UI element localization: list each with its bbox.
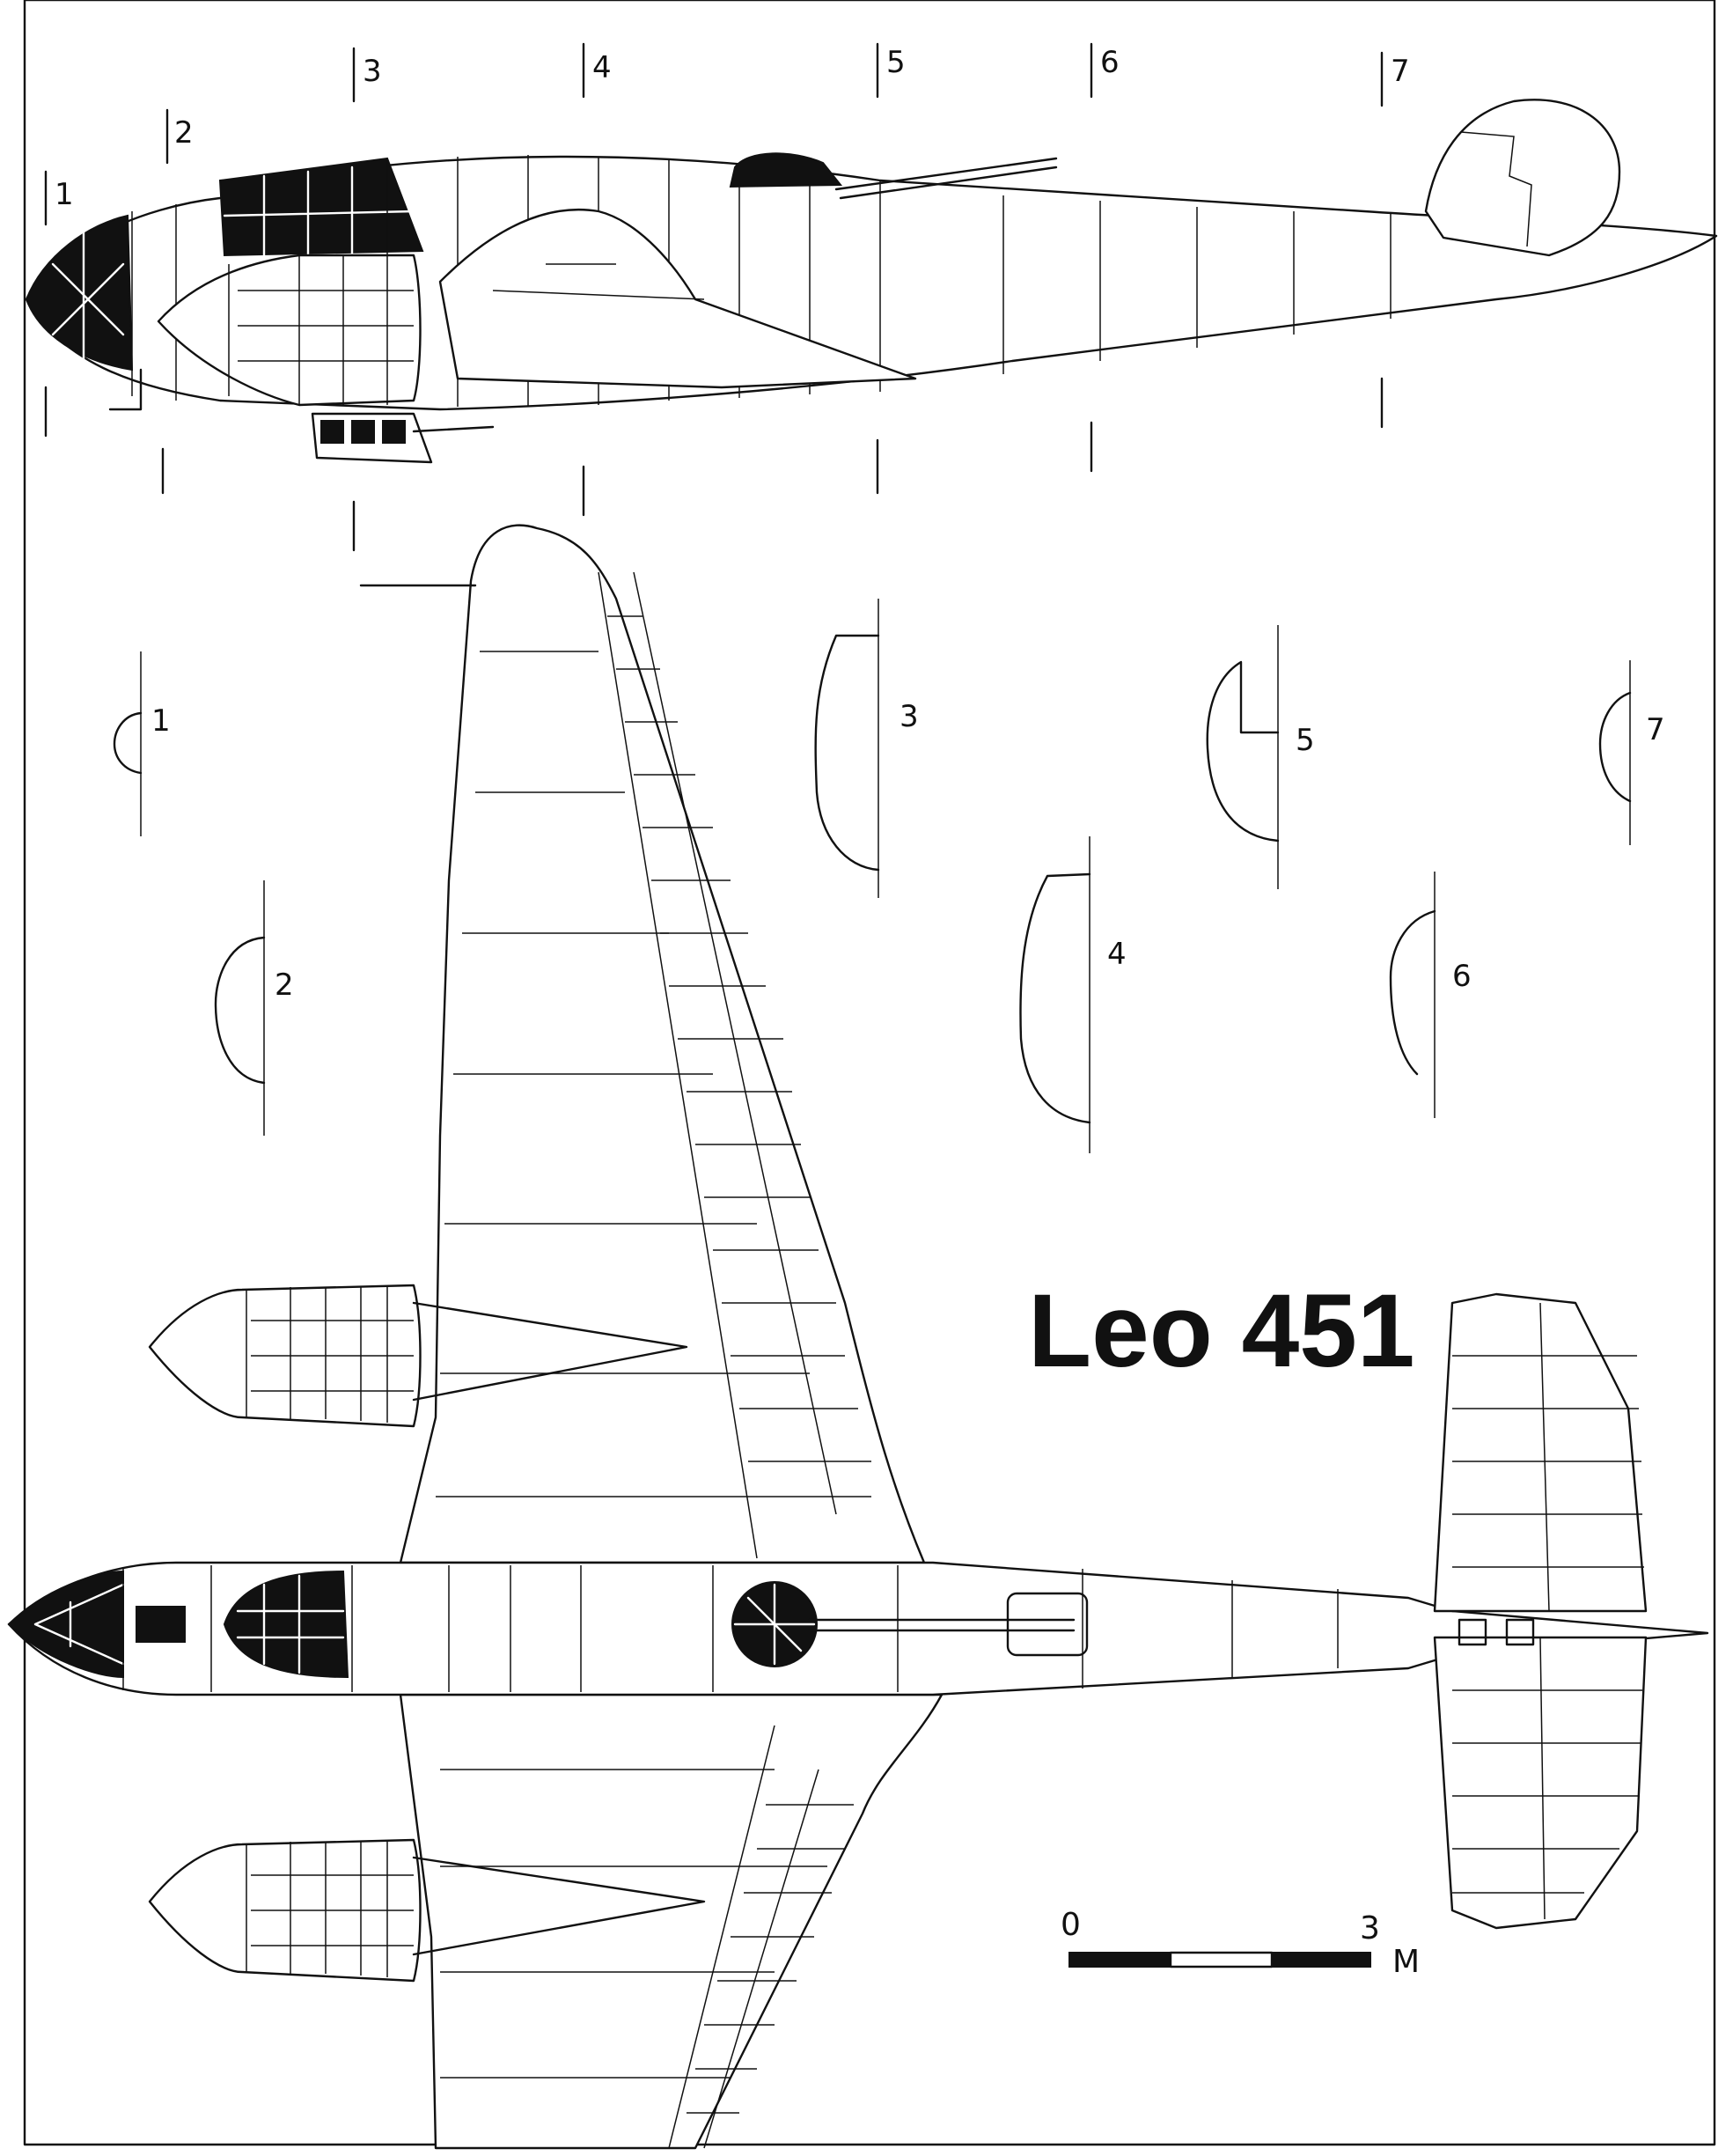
section-5 <box>1206 660 1280 843</box>
section-6 <box>1389 909 1436 1076</box>
side-label-1: 1 <box>55 177 74 212</box>
section-7 <box>1598 691 1632 803</box>
top-nose-panel <box>136 1606 186 1643</box>
section-4 <box>1019 872 1091 1124</box>
top-tailplane-lower <box>1433 1636 1648 1930</box>
svg-text:6: 6 <box>1452 959 1472 994</box>
top-view <box>7 524 1709 2150</box>
svg-text:5: 5 <box>1296 723 1315 758</box>
cross-sections: 1 2 3 4 5 6 7 <box>113 599 1665 1153</box>
svg-text:7: 7 <box>1646 712 1665 747</box>
side-cockpit-canopy <box>218 157 424 257</box>
side-engine-nacelle <box>157 254 422 407</box>
section-2 <box>214 936 266 1085</box>
section-3 <box>814 634 880 872</box>
svg-text:3: 3 <box>900 699 919 734</box>
top-hatch <box>1006 1592 1089 1657</box>
side-section-markers: 1 2 3 4 5 6 7 <box>44 42 1410 552</box>
top-wing-upper <box>399 524 926 1564</box>
aircraft-title: Leo 451 <box>1028 1273 1414 1389</box>
scale-end: 3 <box>1360 1910 1380 1946</box>
side-label-7: 7 <box>1391 54 1410 89</box>
section-1 <box>113 711 143 775</box>
side-tail-fin <box>1424 99 1621 257</box>
scale-start: 0 <box>1061 1907 1081 1943</box>
svg-text:1: 1 <box>151 703 171 739</box>
scale-bar: 0 3 M <box>1061 1907 1420 1980</box>
side-label-6: 6 <box>1100 45 1120 80</box>
side-label-3: 3 <box>363 54 382 89</box>
side-label-4: 4 <box>592 50 612 85</box>
side-dorsal-gun <box>834 157 1058 200</box>
side-label-5: 5 <box>886 45 906 80</box>
top-dorsal-gun <box>808 1618 1076 1632</box>
side-view: 1 2 3 4 5 6 7 <box>25 42 1718 552</box>
top-cockpit-canopy <box>223 1570 349 1679</box>
side-dorsal-turret <box>729 152 843 188</box>
side-nose-glazing <box>25 214 134 372</box>
top-wing-lower <box>399 1693 944 2150</box>
svg-text:2: 2 <box>275 968 294 1003</box>
side-label-2: 2 <box>174 115 194 151</box>
frame-border <box>23 0 1716 2146</box>
top-nose-glazing <box>7 1570 124 1679</box>
top-tailplane-upper <box>1433 1292 1648 1613</box>
scale-unit: M <box>1392 1944 1420 1980</box>
svg-text:4: 4 <box>1107 937 1127 972</box>
